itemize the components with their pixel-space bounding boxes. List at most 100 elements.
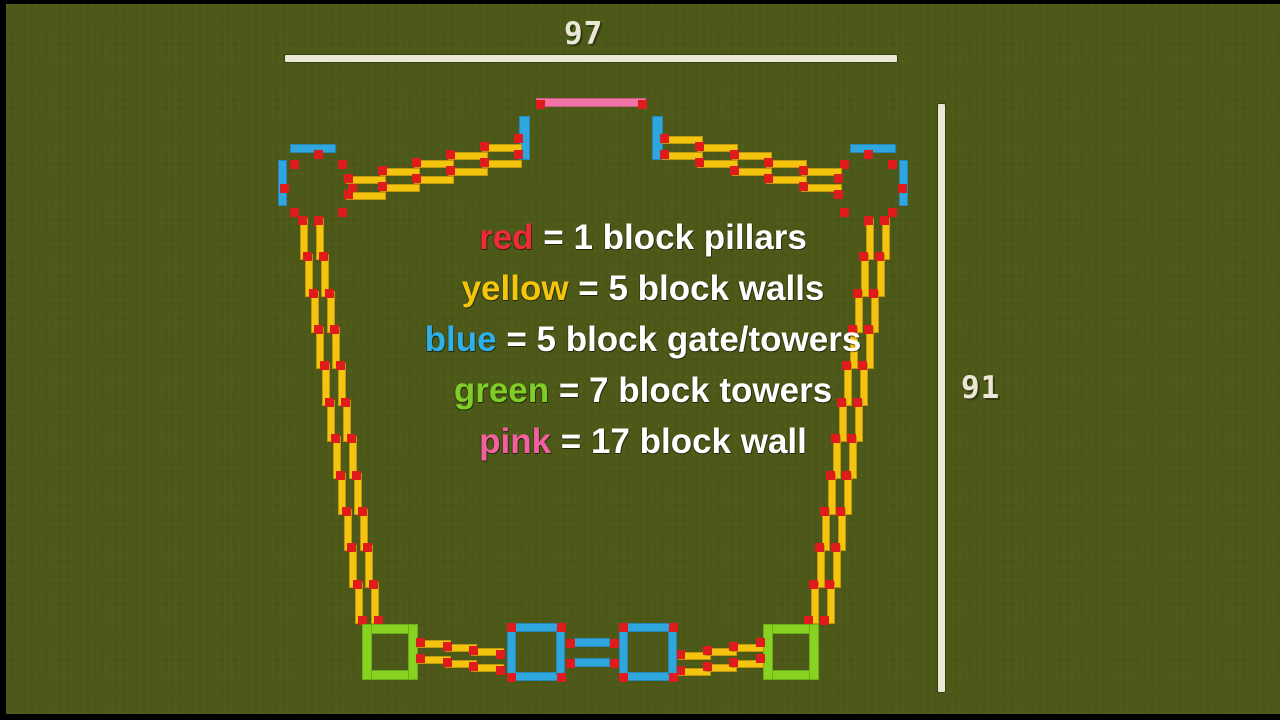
red-pillar-block [446,166,455,175]
yellow-wall-block [482,144,522,152]
red-pillar-block [831,434,841,444]
red-pillar-block [442,642,452,651]
red-pillar-block [702,662,712,671]
red-pillar-block [557,673,566,682]
yellow-wall-block [444,644,478,652]
red-pillar-block [729,642,739,651]
yellow-wall-block [348,436,357,479]
legend-row: red = 1 block pillars [6,212,1280,263]
red-pillar-block [469,646,479,655]
red-pillar-block [858,361,868,371]
legend-key: yellow [461,269,569,308]
yellow-wall-block [678,668,711,676]
red-pillar-block [324,288,334,298]
red-pillar-block [836,397,846,407]
yellow-wall-block [359,508,368,552]
red-pillar-block [874,252,884,262]
red-pillar-block [330,434,340,444]
yellow-wall-block [855,290,864,334]
red-pillar-block [841,470,851,480]
width-dimension-rule [285,55,897,62]
red-pillar-block [325,397,335,407]
yellow-wall-block [860,363,869,406]
blue-gate-block [514,672,559,681]
red-pillar-block [514,134,523,143]
yellow-wall-block [380,184,420,192]
yellow-wall-block [414,160,454,168]
yellow-wall-block [678,652,711,660]
yellow-wall-block [843,472,852,515]
red-pillar-block [338,208,347,217]
legend-key: blue [424,320,497,359]
yellow-wall-block [731,644,764,652]
yellow-wall-block [448,168,488,176]
red-pillar-block [809,579,819,589]
legend-separator: = [568,269,609,308]
red-pillar-block [352,470,362,480]
yellow-wall-block [662,136,703,144]
blue-gate-block [519,116,530,160]
legend-separator: = [533,218,574,257]
red-pillar-block [338,160,347,169]
red-pillar-block [480,142,489,151]
blue-gate-block [899,160,908,206]
red-pillar-block [314,216,323,225]
yellow-wall-block [854,399,863,443]
red-pillar-block [825,579,835,589]
red-pillar-block [820,616,829,625]
red-pillar-block [729,150,739,159]
red-pillar-block [825,470,835,480]
red-pillar-block [507,673,516,682]
red-pillar-block [314,150,323,159]
yellow-wall-block [731,168,773,176]
red-pillar-block [610,659,619,668]
blue-gate-block [619,630,628,675]
yellow-wall-block [349,545,358,588]
red-pillar-block [416,654,425,663]
green-tower-block [809,624,819,680]
yellow-wall-block [418,656,451,664]
blue-gate-block [850,144,896,153]
red-pillar-block [363,543,373,553]
yellow-wall-block [731,660,764,668]
red-pillar-block [694,158,704,167]
yellow-wall-block [766,160,808,168]
red-pillar-block [319,361,329,371]
width-dimension-label: 97 [564,16,604,52]
red-pillar-block [514,150,523,159]
red-pillar-block [412,158,421,167]
yellow-wall-block [300,218,308,261]
red-pillar-block [610,639,619,648]
red-pillar-block [676,666,685,675]
yellow-wall-block [444,660,478,668]
yellow-wall-block [380,168,420,176]
yellow-wall-block [704,648,738,656]
yellow-wall-block [338,472,347,515]
yellow-wall-block [882,218,890,261]
red-pillar-block [566,639,575,648]
yellow-wall-block [827,581,836,624]
red-pillar-block [378,182,387,191]
yellow-wall-block [662,152,703,160]
red-pillar-block [446,150,455,159]
yellow-wall-block [816,545,825,588]
yellow-wall-block [838,399,847,443]
red-pillar-block [834,190,843,199]
blue-gate-block [652,116,663,160]
yellow-wall-block [343,508,352,552]
red-pillar-block [834,174,843,183]
legend-description: 7 block towers [589,371,833,410]
yellow-wall-block [482,160,522,168]
red-pillar-block [496,666,505,675]
red-pillar-block [507,623,516,632]
red-pillar-block [303,252,313,262]
red-pillar-block [290,208,299,217]
red-pillar-block [480,158,489,167]
red-pillar-block [280,184,289,193]
legend-description: 5 block walls [608,269,825,308]
red-pillar-block [669,623,678,632]
yellow-wall-block [332,436,341,479]
legend-description: 17 block wall [590,422,807,461]
red-pillar-block [729,658,739,667]
yellow-wall-block [337,363,346,406]
